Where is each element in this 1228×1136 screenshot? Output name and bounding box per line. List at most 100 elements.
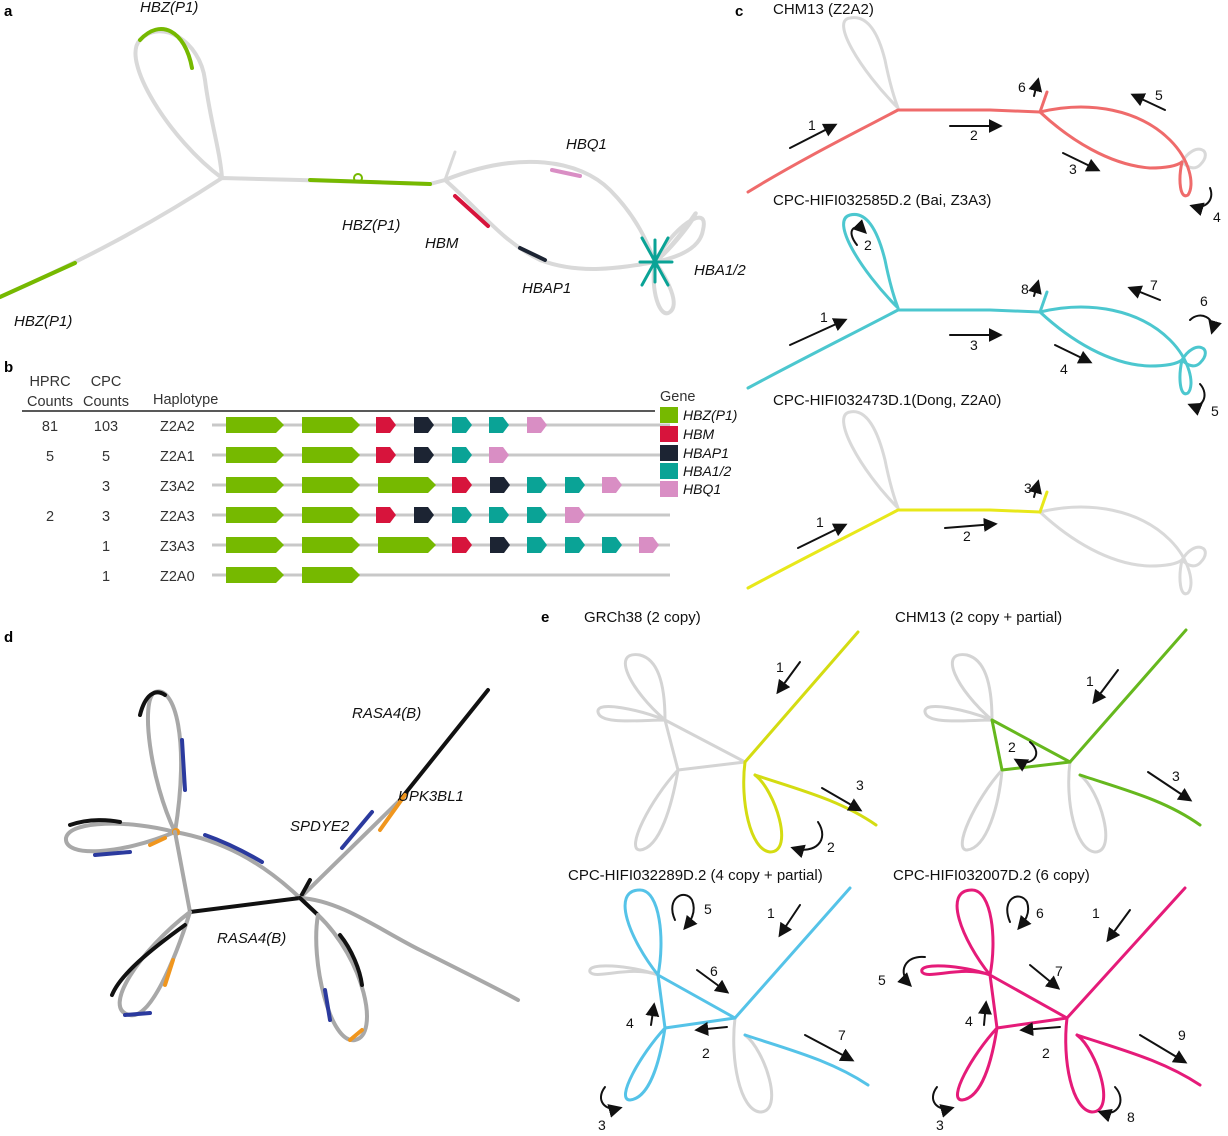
- panel-a-hbz-loop-segment: [138, 27, 194, 70]
- c3-arrow-3: [1028, 479, 1042, 498]
- e1-arrow-1: [776, 661, 801, 695]
- c3-arrow-2: [944, 517, 998, 532]
- e3-bottom-left-loop: [624, 1026, 667, 1102]
- e4-path-in: [1065, 886, 1187, 1020]
- c1-path-upper: [1038, 105, 1193, 198]
- e4-arrow-7: [1029, 964, 1061, 990]
- e3-arrow-3: [600, 1086, 623, 1118]
- cpc-count: 3: [102, 479, 110, 495]
- e4-top-loop: [955, 888, 995, 977]
- panel-e-graph-grch38: GRCh38 (2 copy) 1 2 3: [584, 609, 878, 859]
- panel-a: a HBZ(P1): [0, 0, 746, 330]
- label-rasa4b-top: RASA4(B): [352, 705, 421, 722]
- e2-arrow-2: [1013, 741, 1038, 772]
- gene-block-hbz: [378, 537, 436, 553]
- title-grch38: GRCh38 (2 copy): [584, 609, 701, 626]
- haplotype-name: Z2A2: [160, 419, 195, 435]
- c2-step-7: 7: [1150, 277, 1158, 293]
- header-haplotype: Haplotype: [153, 392, 218, 408]
- d-bottom-right-loop: [314, 913, 369, 1043]
- c1-step-5: 5: [1155, 87, 1163, 103]
- legend-swatch-hbq1: [660, 481, 678, 497]
- panel-d: d: [4, 629, 520, 1043]
- gene-block-hbap1: [490, 477, 510, 493]
- panel-e-graph-4copy: CPC-HIFI032289D.2 (4 copy + partial) 1 2…: [568, 867, 870, 1133]
- d-spdye2-navy: [340, 810, 374, 850]
- e3-arrow-1: [778, 904, 801, 938]
- c1-arrow-4: [1189, 187, 1213, 216]
- gene-block-hba: [602, 537, 622, 553]
- c2-step-2: 2: [864, 237, 872, 253]
- gene-block-hbz: [226, 507, 284, 523]
- gene-block-hba: [489, 417, 509, 433]
- label-hbq1: HBQ1: [566, 136, 607, 153]
- c1-arrow-1: [789, 123, 838, 149]
- e4-arrow-5: [897, 955, 926, 987]
- d-rasa4-lower: [188, 896, 302, 914]
- panel-a-right-loop-lower: [651, 260, 676, 316]
- e4-arrow-6: [1006, 895, 1032, 931]
- label-hbm: HBM: [425, 235, 459, 252]
- e1-step-3: 3: [856, 777, 864, 793]
- label-hbz-middle: HBZ(P1): [342, 217, 400, 234]
- e4-arrow-1: [1106, 909, 1131, 943]
- c2-path-upper: [1038, 305, 1193, 396]
- d-top-loop-navy: [180, 738, 187, 792]
- c2-step-5: 5: [1211, 403, 1219, 419]
- e3-arrow-6: [696, 969, 730, 994]
- c3-gray-lower: [1038, 510, 1184, 568]
- label-rasa4b-lower: RASA4(B): [217, 930, 286, 947]
- d-bottom-right-navy: [323, 988, 332, 1022]
- e1-step-2: 2: [827, 839, 835, 855]
- panel-letter-a: a: [4, 3, 13, 20]
- c2-step-6: 6: [1200, 293, 1208, 309]
- e3-arrow-7: [804, 1034, 855, 1062]
- panel-a-hbm-segment: [453, 194, 490, 228]
- title-dong-z2a0: CPC-HIFI032473D.1(Dong, Z2A0): [773, 392, 1001, 409]
- e3-step-5: 5: [704, 901, 712, 917]
- gene-block-hba: [527, 537, 547, 553]
- c2-loop: [842, 213, 900, 310]
- gene-block-hbz: [302, 477, 360, 493]
- label-hbap1: HBAP1: [522, 280, 571, 297]
- d-upper-gray: [298, 798, 402, 900]
- e1-path-in: [743, 630, 860, 764]
- c2-spur: [1038, 290, 1049, 314]
- d-rasa4-black: [398, 688, 490, 802]
- c2-path-main: [746, 308, 1042, 390]
- c1-step-3: 3: [1069, 161, 1077, 177]
- c2-arrow-8: [1028, 279, 1042, 297]
- d-hub-to-left: [173, 830, 302, 900]
- d-bottom-right-black: [338, 933, 364, 987]
- e3-top-loop: [623, 888, 663, 977]
- gene-block-hbap1: [414, 417, 434, 433]
- e2-triangle: [990, 718, 1072, 772]
- e2-path-out: [1078, 773, 1202, 827]
- panel-c-graph-chm13: CHM13 (Z2A2) 1 2 3 4 5 6: [746, 1, 1221, 225]
- c3-gray-small-loop: [1180, 545, 1207, 568]
- c3-gray-loop: [842, 410, 900, 510]
- haplotype-name: Z3A3: [160, 539, 195, 555]
- e4-path-out: [1075, 1033, 1202, 1087]
- c1-step-1: 1: [808, 117, 816, 133]
- panel-letter-c: c: [735, 3, 743, 20]
- e3-path-out: [743, 1033, 870, 1087]
- panel-a-graph: [0, 27, 706, 316]
- gene-block-hbz: [226, 567, 284, 583]
- e2-arrow-1: [1092, 669, 1119, 705]
- d-hub-right-black: [298, 896, 320, 917]
- title-bai-z3a3: CPC-HIFI032585D.2 (Bai, Z3A3): [773, 192, 991, 209]
- d-left-loop-orange: [148, 836, 167, 847]
- table-row: 1 Z2A0: [102, 567, 670, 585]
- haplotype-name: Z2A0: [160, 569, 195, 585]
- panel-e-graph-6copy: CPC-HIFI032007D.2 (6 copy) 1 2: [878, 867, 1202, 1133]
- e2-gray-bottom-left: [960, 768, 1004, 852]
- cpc-count: 1: [102, 539, 110, 555]
- table-row: 5 5 Z2A1: [46, 447, 670, 465]
- e3-arrow-4: [645, 1002, 660, 1026]
- e4-step-8: 8: [1127, 1109, 1135, 1125]
- gene-block-hbap1: [414, 447, 434, 463]
- c1-arrow-3: [1062, 152, 1101, 172]
- e4-arrow-3: [932, 1086, 955, 1118]
